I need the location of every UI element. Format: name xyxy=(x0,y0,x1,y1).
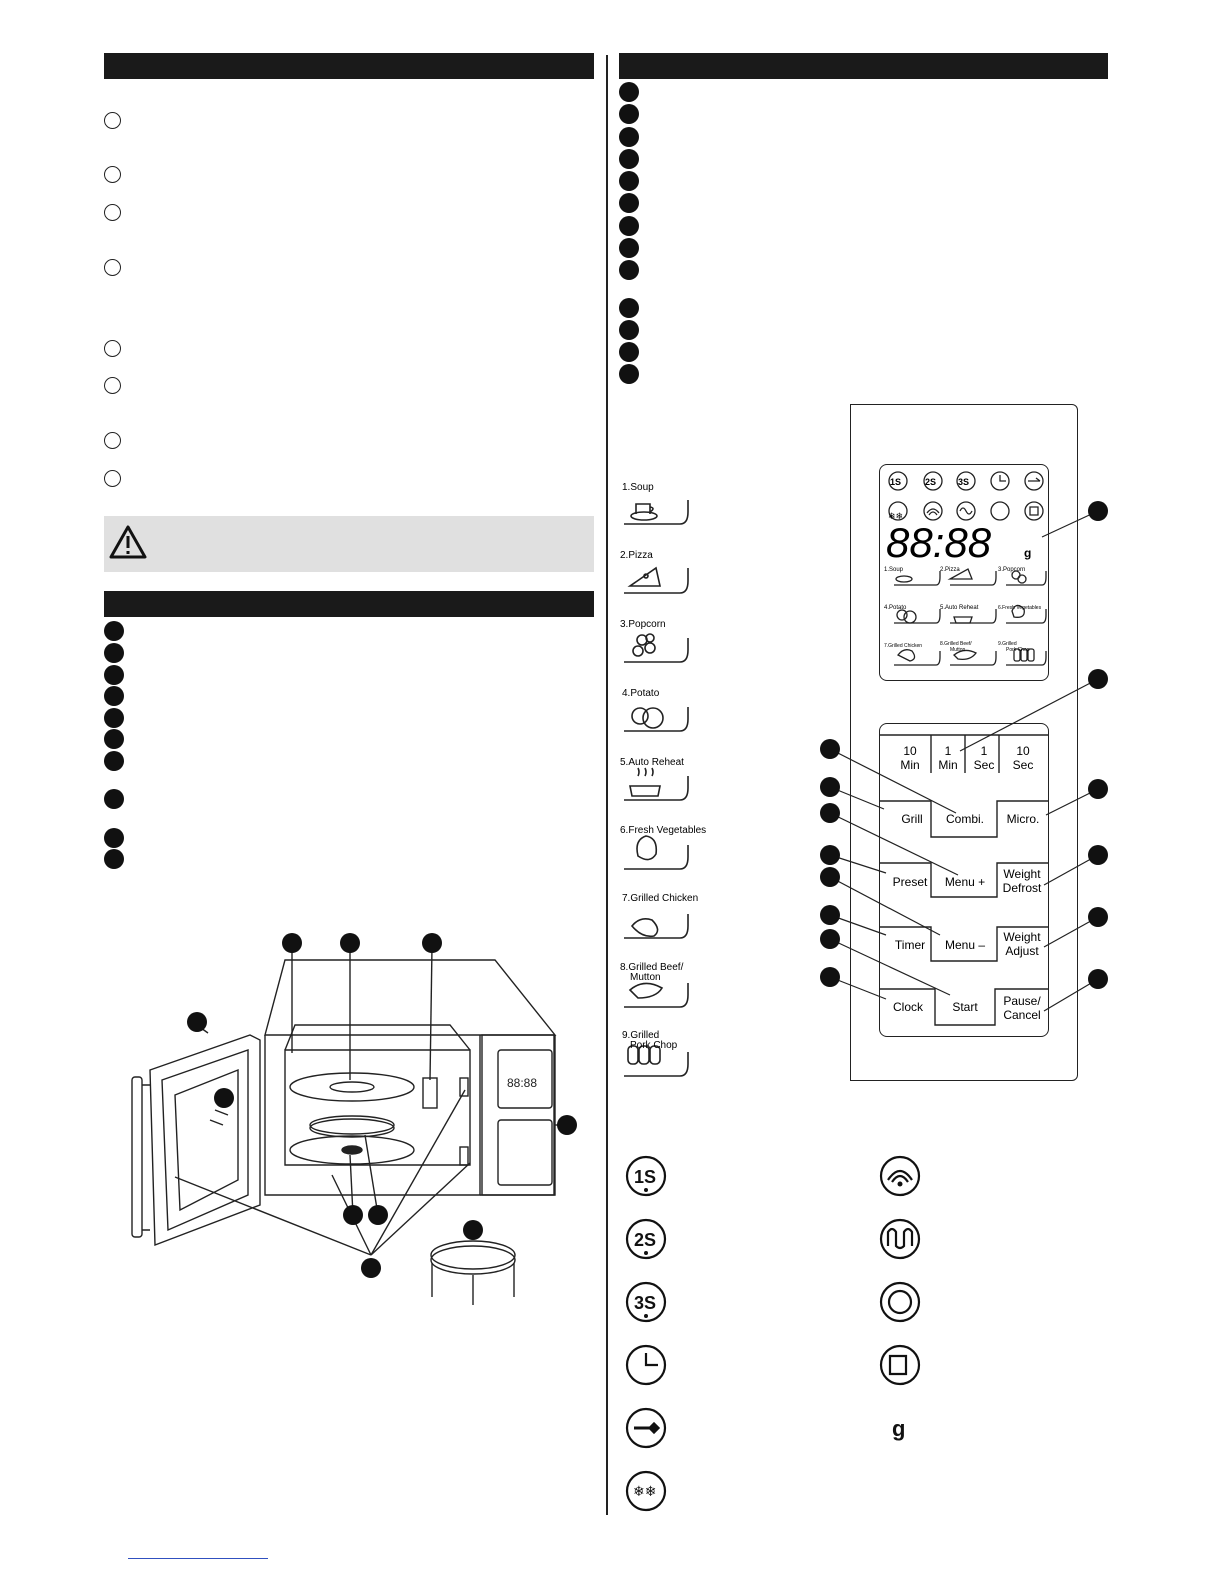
menu-label-veg: 6.Fresh Vegetables xyxy=(620,825,706,836)
menu-label-pork-2: Pork Chop xyxy=(630,1040,678,1051)
column-divider xyxy=(606,55,608,1515)
lcd-icon-2s: 2S xyxy=(925,477,936,487)
key-clock[interactable]: Clock xyxy=(892,1000,923,1014)
panel-callouts xyxy=(820,501,1108,1012)
key-micro[interactable]: Micro. xyxy=(1006,812,1040,826)
parts-dot-4 xyxy=(104,686,124,706)
control-dot-12 xyxy=(619,342,639,362)
parts-dot-6 xyxy=(104,729,124,749)
lcd-menu-veg: 6.Fresh Vegetables xyxy=(998,605,1042,611)
control-dot-8 xyxy=(619,238,639,258)
legend-1s-icon: 1S xyxy=(634,1167,656,1187)
menu-label-beef-1: 8.Grilled Beef/ xyxy=(620,962,684,973)
lcd-menu-beef: 8.Grilled Beef/ xyxy=(940,641,972,647)
svg-text:88:88: 88:88 xyxy=(507,1076,537,1090)
list-ring-4 xyxy=(104,259,121,276)
food-menu-strip: 1.Soup 2.Pizza 3.Popcorn 4.Potato 5.Auto… xyxy=(616,478,706,1078)
lcd-digits: 88:88 xyxy=(886,519,992,566)
lcd-display: 1S 2S 3S ❄❄ 88:88 g 1.Soup 2.Pizza 3.Pop… xyxy=(879,464,1049,681)
control-dot-7 xyxy=(619,216,639,236)
parts-dot-10 xyxy=(104,849,124,869)
microwave-illustration: 88:88 xyxy=(131,933,577,1305)
control-dot-3 xyxy=(619,127,639,147)
parts-dot-3 xyxy=(104,665,124,685)
section-header-bar-2 xyxy=(104,591,594,617)
menu-label-potato: 4.Potato xyxy=(622,688,660,699)
control-panel xyxy=(850,404,1078,1081)
legend-2s-icon: 2S xyxy=(634,1230,656,1250)
parts-dot-8 xyxy=(104,789,124,809)
keypad-lines xyxy=(879,734,1049,1026)
icon-legend: 1S 2S 3S ❄❄ g xyxy=(625,1155,921,1512)
menu-label-popcorn: 3.Popcorn xyxy=(620,619,666,630)
footer-link-underline[interactable] xyxy=(128,1558,268,1559)
legend-3s-icon: 3S xyxy=(634,1293,656,1313)
keypad xyxy=(879,723,1049,1037)
lcd-menu-beef-2: Mutton xyxy=(950,647,966,653)
control-dot-13 xyxy=(619,364,639,384)
key-pause-cancel[interactable]: Pause/Cancel xyxy=(1003,994,1041,1022)
section-header-bar-1 xyxy=(104,53,594,79)
control-dot-5 xyxy=(619,171,639,191)
parts-dot-5 xyxy=(104,708,124,728)
menu-label-pork-1: 9.Grilled xyxy=(622,1030,659,1041)
lcd-defrost-icon: ❄❄ xyxy=(888,511,903,521)
lcd-menu-chicken: 7.Grilled Chicken xyxy=(884,643,922,649)
list-ring-8 xyxy=(104,470,121,487)
lcd-menu-pizza: 2.Pizza xyxy=(940,567,960,573)
control-dot-10 xyxy=(619,298,639,318)
control-dot-6 xyxy=(619,193,639,213)
lcd-menu-pork: 9.Grilled xyxy=(998,641,1017,647)
lcd-unit: g xyxy=(1024,546,1031,560)
list-ring-6 xyxy=(104,377,121,394)
parts-dot-1 xyxy=(104,621,124,641)
lcd-icon-1s: 1S xyxy=(890,477,901,487)
legend-defrost-icon: ❄❄ xyxy=(633,1483,656,1499)
list-ring-5 xyxy=(104,340,121,357)
list-ring-7 xyxy=(104,432,121,449)
key-timer[interactable]: Timer xyxy=(894,938,926,952)
key-start[interactable]: Start xyxy=(952,1000,978,1014)
lcd-icon-3s: 3S xyxy=(958,477,969,487)
warning-box xyxy=(104,516,594,572)
control-dot-4 xyxy=(619,149,639,169)
list-ring-3 xyxy=(104,204,121,221)
lcd-menu-popcorn: 3.Popcorn xyxy=(998,567,1025,573)
parts-dot-9 xyxy=(104,828,124,848)
menu-label-soup: 1.Soup xyxy=(622,482,654,493)
menu-label-reheat: 5.Auto Reheat xyxy=(620,757,684,768)
parts-dot-7 xyxy=(104,751,124,771)
control-dot-2 xyxy=(619,104,639,124)
lcd-menu-pork-2: Pork Chop xyxy=(1006,647,1030,653)
key-preset[interactable]: Preset xyxy=(892,875,928,889)
key-menu-plus[interactable]: Menu + xyxy=(944,875,986,889)
menu-label-beef-2: Mutton xyxy=(630,972,661,983)
lcd-menu-potato: 4.Potato xyxy=(884,605,907,611)
control-dot-1 xyxy=(619,82,639,102)
key-grill[interactable]: Grill xyxy=(901,812,923,826)
key-menu-minus[interactable]: Menu – xyxy=(944,938,986,952)
warning-triangle-icon xyxy=(109,525,147,559)
key-combi[interactable]: Combi. xyxy=(945,812,984,826)
control-dot-11 xyxy=(619,320,639,340)
lcd-menu-reheat: 5.Auto Reheat xyxy=(940,605,979,611)
section-header-bar-3 xyxy=(619,53,1108,79)
parts-dot-2 xyxy=(104,643,124,663)
lcd-menu-soup: 1.Soup xyxy=(884,567,904,573)
control-dot-9 xyxy=(619,260,639,280)
list-ring-1 xyxy=(104,112,121,129)
menu-label-pizza: 2.Pizza xyxy=(620,550,653,561)
list-ring-2 xyxy=(104,166,121,183)
legend-g-icon: g xyxy=(892,1416,905,1441)
menu-label-chicken: 7.Grilled Chicken xyxy=(622,893,698,904)
